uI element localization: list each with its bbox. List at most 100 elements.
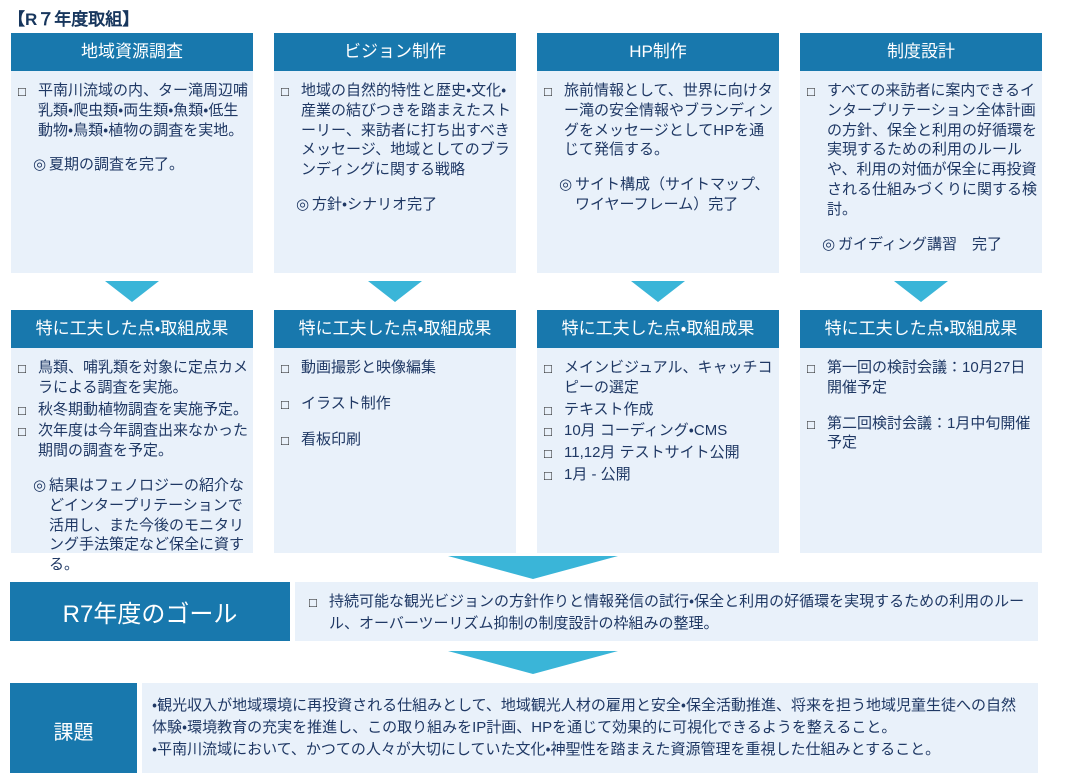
down-arrow-icon (11, 273, 253, 310)
down-arrow-triangle (631, 281, 685, 302)
checkbox-bullet-icon: □ (309, 595, 317, 610)
list-item: □ すべての来訪者に案内できるインタープリテーション全体計画の方針、保全と利用の… (807, 81, 1038, 220)
note-text: 結果はフェノロジーの紹介などインタープリテーションで活用し、また今後のモニタリン… (49, 476, 245, 574)
down-arrow-triangle (105, 281, 159, 302)
double-circle-icon: ◎ (822, 235, 836, 253)
item-text: 次年度は今年調査出来なかった期間の調査を予定。 (38, 422, 249, 460)
status-note: ◎ サイト構成（サイトマップ、ワイヤーフレーム）完了 (559, 175, 775, 215)
note-text: 夏期の調査を完了。 (49, 156, 185, 174)
list-item: □ イラスト制作 (281, 394, 512, 414)
activity-box: HP制作 □ 旅前情報として、世界に向けター滝の安全情報やブランディングをメッセ… (537, 33, 779, 273)
item-text: 11,12月 テストサイト公開 (564, 444, 740, 462)
item-text: 鳥類、哺乳類を対象に定点カメラによる調査を実施。 (38, 359, 249, 396)
list-item: □ テキスト作成 (544, 400, 775, 420)
down-arrow-triangle (368, 281, 422, 302)
list-item: □ 10月 コーディング・CMS (544, 421, 775, 441)
activity-header: HP制作 (537, 33, 779, 71)
columns-row: 地域資源調査 □ 平南川流域の内、ター滝周辺哺乳類・爬虫類・両生類・魚類・低生動… (11, 33, 1053, 573)
checkbox-bullet-icon: □ (281, 396, 289, 412)
checkbox-bullet-icon: □ (18, 402, 26, 418)
activity-body: □ 地域の自然的特性と歴史・文化・産業の結びつきを踏まえたストーリー、来訪者に打… (274, 71, 516, 273)
list-item: □ 旅前情報として、世界に向けター滝の安全情報やブランディングをメッセージとして… (544, 81, 775, 160)
activity-body: □ 平南川流域の内、ター滝周辺哺乳類・爬虫類・両生類・魚類・低生動物・鳥類・植物… (11, 71, 253, 273)
double-circle-icon: ◎ (296, 195, 310, 213)
double-circle-icon: ◎ (559, 176, 573, 194)
note-text: 方針・シナリオ完了 (312, 195, 438, 213)
checkbox-bullet-icon: □ (281, 361, 289, 376)
note-text: ガイディング講習 完了 (838, 235, 1002, 253)
checkbox-bullet-icon: □ (18, 361, 26, 376)
results-header: 特に工夫した点・取組成果 (274, 310, 516, 348)
goal-text-box: □ 持続可能な観光ビジョンの方針作りと情報発信の試行・保全と利用の好循環を実現す… (295, 582, 1038, 641)
checkbox-bullet-icon: □ (807, 361, 815, 376)
goal-text: 持続可能な観光ビジョンの方針作りと情報発信の試行・保全と利用の好循環を実現するた… (329, 593, 1025, 632)
down-arrow-triangle (894, 281, 948, 302)
page-title: 【R７年度取組】 (8, 10, 140, 29)
goal-label: R7年度のゴール (10, 582, 290, 641)
checkbox-bullet-icon: □ (18, 84, 26, 99)
column-hp-production: HP制作 □ 旅前情報として、世界に向けター滝の安全情報やブランディングをメッセ… (537, 33, 779, 553)
results-box: 特に工夫した点・取組成果 □ 第一回の検討会議：10月27日開催予定 □ 第二回… (800, 310, 1042, 553)
results-body: □ 鳥類、哺乳類を対象に定点カメラによる調査を実施。 □ 秋冬期動植物調査を実施… (11, 348, 253, 573)
activity-body: □ すべての来訪者に案内できるインタープリテーション全体計画の方針、保全と利用の… (800, 71, 1042, 273)
results-body: □ メインビジュアル、キャッチコピーの選定 □ テキスト作成 □ 10月 コーデ… (537, 348, 779, 553)
results-body: □ 第一回の検討会議：10月27日開催予定 □ 第二回検討会議：1月中旬開催予定 (800, 348, 1042, 553)
down-arrow-icon (0, 553, 1065, 582)
list-item: □ 平南川流域の内、ター滝周辺哺乳類・爬虫類・両生類・魚類・低生動物・鳥類・植物… (18, 81, 249, 140)
list-item: □ 看板印刷 (281, 430, 512, 450)
item-text: 旅前情報として、世界に向けター滝の安全情報やブランディングをメッセージとしてHP… (564, 82, 773, 159)
list-item: □ 次年度は今年調査出来なかった期間の調査を予定。 (18, 421, 249, 461)
list-item: □ 動画撮影と映像編集 (281, 358, 512, 378)
column-regional-resource-survey: 地域資源調査 □ 平南川流域の内、ター滝周辺哺乳類・爬虫類・両生類・魚類・低生動… (11, 33, 253, 573)
item-text: 看板印刷 (301, 430, 362, 448)
column-system-design: 制度設計 □ すべての来訪者に案内できるインタープリテーション全体計画の方針、保… (800, 33, 1042, 553)
checkbox-bullet-icon: □ (18, 424, 26, 440)
list-item: □ 鳥類、哺乳類を対象に定点カメラによる調査を実施。 (18, 358, 249, 398)
down-arrow-triangle (447, 650, 618, 674)
results-header: 特に工夫した点・取組成果 (800, 310, 1042, 348)
results-box: 特に工夫した点・取組成果 □ メインビジュアル、キャッチコピーの選定 □ テキス… (537, 310, 779, 553)
activity-box: ビジョン制作 □ 地域の自然的特性と歴史・文化・産業の結びつきを踏まえたストーリ… (274, 33, 516, 273)
item-text: 第一回の検討会議：10月27日開催予定 (827, 359, 1026, 396)
checkbox-bullet-icon: □ (544, 402, 552, 418)
results-box: 特に工夫した点・取組成果 □ 動画撮影と映像編集 □ イラスト制作 □ 看板印刷 (274, 310, 516, 553)
results-body: □ 動画撮影と映像編集 □ イラスト制作 □ 看板印刷 (274, 348, 516, 553)
note-text: サイト構成（サイトマップ、ワイヤーフレーム）完了 (575, 176, 770, 213)
activity-box: 地域資源調査 □ 平南川流域の内、ター滝周辺哺乳類・爬虫類・両生類・魚類・低生動… (11, 33, 253, 273)
item-text: 動画撮影と映像編集 (301, 359, 437, 376)
down-arrow-icon (537, 273, 779, 310)
activity-box: 制度設計 □ すべての来訪者に案内できるインタープリテーション全体計画の方針、保… (800, 33, 1042, 273)
double-circle-icon: ◎ (33, 156, 47, 174)
status-note: ◎ ガイディング講習 完了 (822, 235, 1038, 255)
item-text: 第二回検討会議：1月中旬開催予定 (827, 414, 1031, 452)
down-arrow-icon (800, 273, 1042, 310)
item-text: 秋冬期動植物調査を実施予定。 (38, 400, 249, 418)
item-text: すべての来訪者に案内できるインタープリテーション全体計画の方針、保全と利用の好循… (827, 82, 1038, 218)
activity-header: ビジョン制作 (274, 33, 516, 71)
results-header: 特に工夫した点・取組成果 (11, 310, 253, 348)
item-text: 10月 コーディング・CMS (564, 422, 728, 440)
checkbox-bullet-icon: □ (281, 432, 289, 448)
column-vision-production: ビジョン制作 □ 地域の自然的特性と歴史・文化・産業の結びつきを踏まえたストーリ… (274, 33, 516, 553)
down-arrow-triangle (447, 556, 618, 579)
list-item: □ メインビジュアル、キャッチコピーの選定 (544, 358, 775, 398)
status-note: ◎ 結果はフェノロジーの紹介などインタープリテーションで活用し、また今後のモニタ… (33, 476, 249, 575)
double-circle-icon: ◎ (33, 476, 47, 494)
checkbox-bullet-icon: □ (544, 361, 552, 376)
down-arrow-icon (0, 641, 1065, 683)
checkbox-bullet-icon: □ (544, 446, 552, 462)
activity-header: 地域資源調査 (11, 33, 253, 71)
list-item: □ 11,12月 テストサイト公開 (544, 443, 775, 463)
checkbox-bullet-icon: □ (807, 84, 815, 99)
activity-header: 制度設計 (800, 33, 1042, 71)
status-note: ◎ 夏期の調査を完了。 (33, 155, 249, 175)
item-text: メインビジュアル、キャッチコピーの選定 (564, 359, 773, 396)
item-text: 1月 - 公開 (564, 465, 631, 483)
item-text: 平南川流域の内、ター滝周辺哺乳類・爬虫類・両生類・魚類・低生動物・鳥類・植物の調… (38, 82, 249, 139)
status-note: ◎ 方針・シナリオ完了 (296, 195, 512, 215)
item-text: テキスト作成 (564, 400, 654, 418)
issue-paragraph: ・観光収入が地域環境に再投資される仕組みとして、地域観光人材の雇用と安全・保全活… (152, 697, 1017, 737)
results-box: 特に工夫した点・取組成果 □ 鳥類、哺乳類を対象に定点カメラによる調査を実施。 … (11, 310, 253, 573)
goal-row: R7年度のゴール □ 持続可能な観光ビジョンの方針作りと情報発信の試行・保全と利… (10, 582, 1065, 641)
